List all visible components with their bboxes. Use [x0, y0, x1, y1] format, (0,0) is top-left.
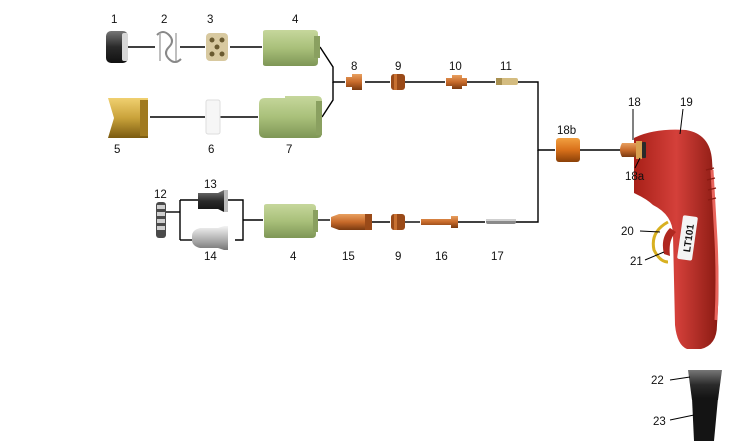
label-5: 5: [114, 144, 120, 156]
part-torch-handle: LT101: [634, 129, 719, 349]
label-23: 23: [653, 416, 666, 428]
part-electrode-short: [446, 75, 467, 89]
label-21: 21: [630, 256, 643, 268]
label-13: 13: [204, 179, 217, 191]
part-cable-sleeve: [688, 370, 722, 400]
label-3: 3: [207, 14, 213, 26]
part-electrode-tip: [496, 78, 518, 85]
part-torch-body-insulator: [556, 138, 580, 162]
part-shield-cap: [106, 31, 128, 63]
part-labels: 1 2 3 4 5 6 7 8 9 10 11 12 13 14 4 15 9 …: [111, 14, 693, 428]
part-retaining-cap: [263, 30, 320, 66]
part-electrode-rod: [486, 219, 516, 224]
part-insulator-ring: [205, 99, 221, 135]
label-6: 6: [208, 144, 214, 156]
label-14: 14: [204, 251, 217, 263]
label-9-bottom: 9: [395, 251, 401, 263]
part-shield-cup: [198, 190, 228, 212]
label-15: 15: [342, 251, 355, 263]
part-hose-cable: [692, 398, 718, 441]
connector-lines: [128, 46, 622, 241]
part-torch-head-tip: [620, 141, 642, 159]
part-shield-cup-silver: [192, 226, 228, 250]
label-17: 17: [491, 251, 504, 263]
part-brass-shield: [108, 98, 148, 138]
label-10: 10: [449, 61, 462, 73]
label-leaders: [632, 108, 695, 421]
part-swirl-spacer: [391, 74, 405, 90]
label-9-top: 9: [395, 61, 401, 73]
part-o-ring: [642, 142, 646, 158]
label-7: 7: [286, 144, 292, 156]
label-1: 1: [111, 14, 117, 26]
label-18b: 18b: [557, 125, 576, 137]
label-16: 16: [435, 251, 448, 263]
part-spring-clip: [156, 31, 182, 63]
part-trigger-guard: [651, 220, 669, 264]
label-22: 22: [651, 375, 664, 387]
part-retaining-cap-lower: [264, 204, 318, 238]
label-2: 2: [161, 14, 167, 26]
part-swirl-spacer-lower: [391, 214, 405, 230]
part-nozzle-long: [331, 214, 372, 230]
part-retaining-cap-long: [259, 96, 322, 138]
label-4-bottom: 4: [290, 251, 297, 263]
label-19: 19: [680, 97, 693, 109]
label-12: 12: [154, 189, 167, 201]
label-18a: 18a: [625, 171, 645, 183]
part-trigger: [662, 228, 676, 256]
part-swirl-ring: [206, 33, 228, 61]
label-4-top: 4: [292, 14, 299, 26]
label-20: 20: [621, 226, 634, 238]
part-nozzle-short: [346, 74, 362, 90]
part-electrode-long: [421, 216, 458, 228]
part-swirl-gear: [156, 202, 166, 238]
label-8: 8: [351, 61, 357, 73]
handle-model-text: LT101: [682, 223, 697, 253]
label-11: 11: [500, 61, 512, 73]
label-18: 18: [628, 97, 641, 109]
